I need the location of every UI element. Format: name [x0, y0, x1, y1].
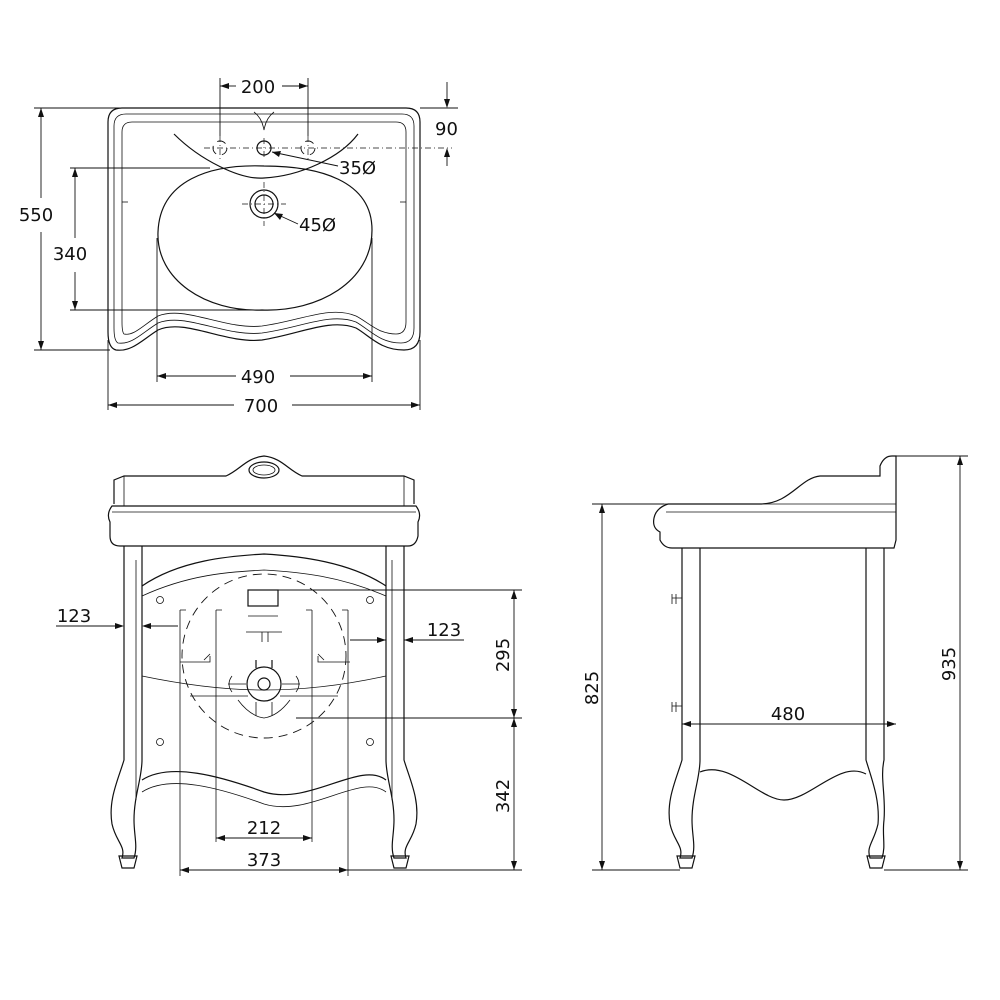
side-apron-curve	[699, 769, 867, 801]
dim-side-depth: 480	[771, 704, 805, 725]
foot-right	[390, 855, 410, 869]
dim-lower-height: 342	[493, 779, 514, 813]
overflow-notch	[253, 111, 275, 131]
side-leg-front	[668, 548, 701, 859]
dim-upper-height: 295	[493, 638, 514, 672]
dim-counter-height: 825	[582, 671, 603, 705]
dim-total-height: 935	[939, 647, 960, 681]
apron-bottom-curve	[141, 770, 387, 796]
dim-width-total: 700	[244, 396, 278, 417]
side-leg-back	[865, 548, 886, 859]
basin-front-band	[107, 505, 421, 547]
dim-bowl-depth: 340	[53, 244, 87, 265]
dim-depth-total: 550	[19, 205, 53, 226]
front-leg-left	[110, 546, 143, 859]
basin-middle-contour	[113, 113, 415, 344]
side-view: 825 935 480	[582, 455, 968, 871]
dim-inner-width: 212	[247, 818, 281, 839]
front-view: 123 123 295 342 212 373	[56, 455, 522, 876]
side-basin-profile	[653, 503, 897, 549]
dim-tap-spacing: 200	[241, 77, 275, 98]
apron-top-curve	[141, 553, 387, 587]
dim-drain-hole: 45Ø	[299, 215, 336, 236]
side-backsplash	[668, 455, 897, 505]
front-drain-inner	[257, 677, 271, 691]
tap-deck-curve	[173, 133, 359, 179]
foot-left	[118, 855, 138, 869]
dim-bowl-width: 490	[241, 367, 275, 388]
front-drain-outer	[246, 666, 282, 702]
basin-back-rim	[113, 455, 415, 504]
front-leg-right	[385, 546, 418, 859]
basin-inner-contour	[121, 121, 407, 335]
basin-bowl	[157, 165, 373, 311]
siphon-clearance-circle	[181, 573, 347, 739]
front-tap-hole	[248, 461, 280, 479]
dim-outer-width: 373	[247, 850, 281, 871]
drain-fitting	[247, 589, 279, 607]
dim-tap-offset: 90	[435, 119, 458, 140]
basin-outer-contour	[107, 107, 421, 351]
dim-right-inset: 123	[427, 620, 461, 641]
dim-left-inset: 123	[57, 606, 91, 627]
dim-tap-hole: 35Ø	[339, 158, 376, 179]
top-view: 200 90 35Ø 45Ø 550 340	[19, 77, 458, 417]
